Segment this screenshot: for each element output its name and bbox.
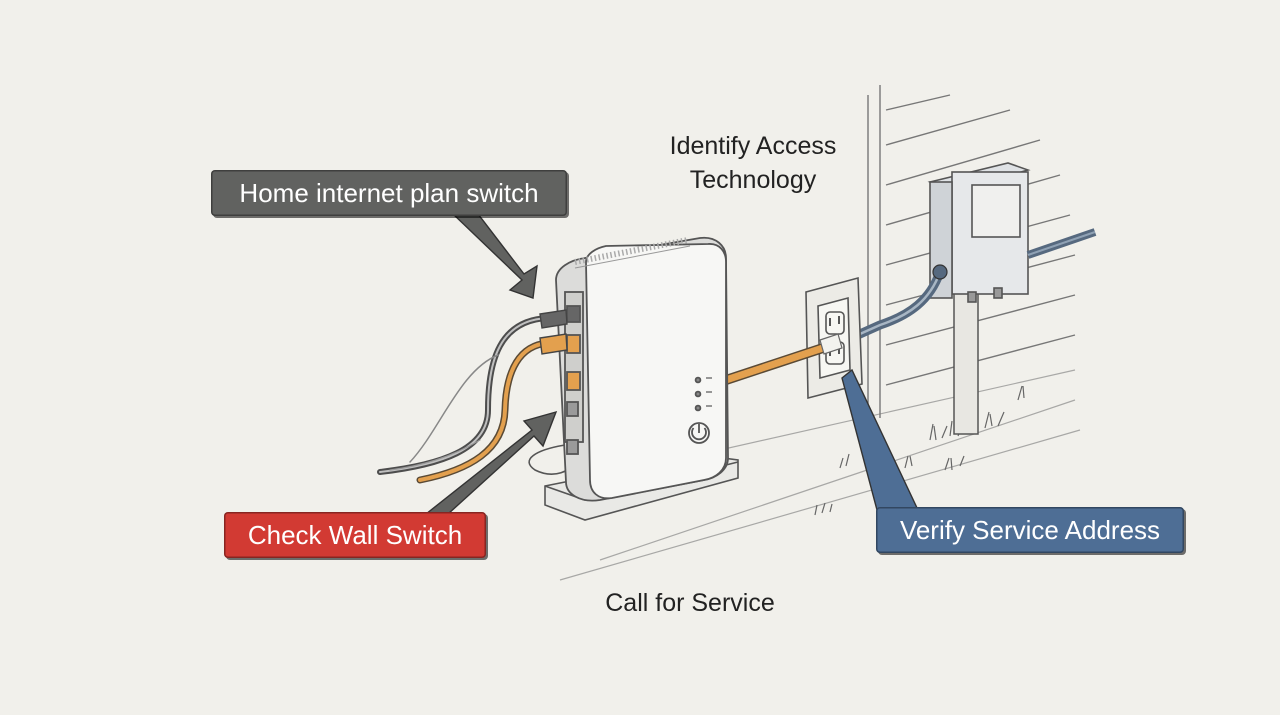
router-plugs — [539, 309, 568, 355]
identify-label-line1: Identify Access — [669, 132, 837, 160]
callout-verify-service-address: Verify Service Address — [876, 507, 1184, 553]
callout-check-wall-switch: Check Wall Switch — [224, 512, 486, 558]
utility-box-icon — [927, 162, 1031, 303]
arrow-wall-switch — [423, 410, 558, 515]
router-cables — [377, 315, 579, 484]
power-icon — [688, 422, 710, 444]
utility-post — [953, 291, 979, 435]
call-for-service-label: Call for Service — [605, 589, 775, 617]
identify-label-line2: Technology — [689, 166, 817, 194]
grass-tufts — [814, 385, 1025, 516]
callout-plan-switch: Home internet plan switch — [211, 170, 567, 216]
arrow-plan-switch — [451, 213, 538, 299]
router-icon — [555, 236, 729, 502]
identify-access-technology-label: Identify Access Technology — [640, 129, 866, 197]
coax-line-wall — [1026, 228, 1097, 259]
coax-cable — [837, 264, 948, 347]
ethernet-cable-outlet — [721, 333, 843, 385]
